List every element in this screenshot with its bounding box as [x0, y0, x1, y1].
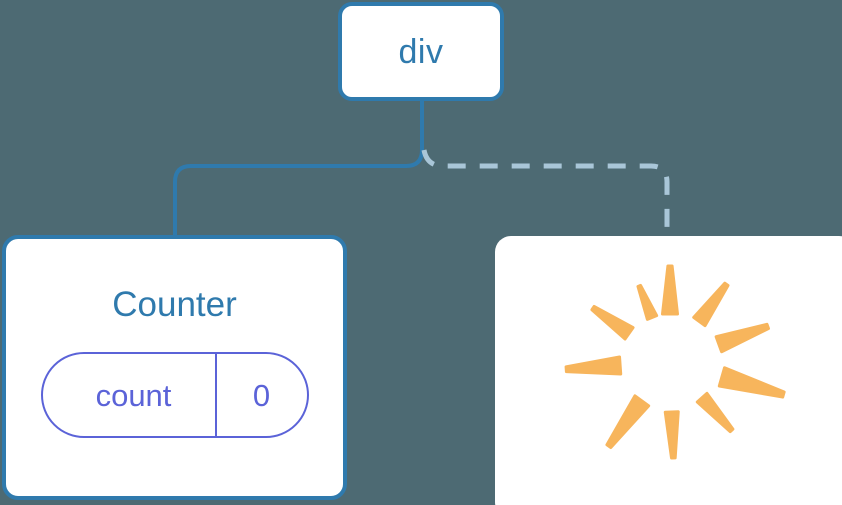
sparkle-ray-8 [590, 304, 635, 341]
sparkle-ray-4 [695, 391, 735, 434]
node-counter-label: Counter [112, 285, 237, 324]
sparkle-ray-2 [714, 322, 770, 354]
sparkle-ray-3 [717, 366, 786, 399]
edge-root-to-counter [173, 99, 424, 239]
sparkle-ray-0 [661, 264, 679, 316]
edge-root-to-sparkle [421, 149, 670, 238]
sparkle-burst-icon [564, 264, 786, 460]
state-pill-value: 0 [214, 354, 307, 436]
node-div-label: div [398, 32, 444, 71]
sparkle-ray-6 [605, 394, 651, 450]
node-sparkle[interactable] [495, 236, 842, 505]
state-pill-count[interactable]: count 0 [40, 352, 309, 438]
sparkle-ray-7 [564, 355, 623, 376]
sparkle-ray-5 [663, 410, 680, 460]
state-pill-key: count [95, 377, 172, 413]
node-counter[interactable]: Counter count 0 [2, 235, 347, 500]
sparkle-ray-1 [692, 281, 730, 328]
sparkle-ray-9 [636, 283, 659, 321]
node-div[interactable]: div [338, 2, 504, 101]
